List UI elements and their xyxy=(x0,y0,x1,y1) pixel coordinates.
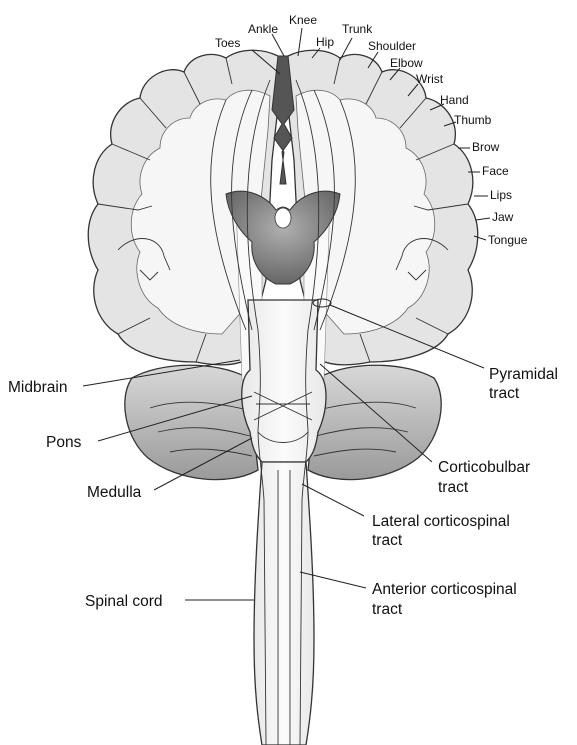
cerebellum-left xyxy=(125,365,258,479)
label-corticobulbar-tract-line1: Corticobulbar xyxy=(438,459,530,476)
label-lips: Lips xyxy=(490,188,512,202)
label-hip: Hip xyxy=(316,35,334,49)
label-lateral-corticospinal-line2: tract xyxy=(372,532,403,549)
label-wrist: Wrist xyxy=(416,72,444,86)
label-thumb: Thumb xyxy=(454,113,492,127)
label-hand: Hand xyxy=(440,93,469,107)
cerebellum-right xyxy=(308,365,441,479)
label-pyramidal-tract-line2: tract xyxy=(489,385,520,402)
label-anterior-corticospinal-line1: Anterior corticospinal xyxy=(372,581,517,598)
label-midbrain: Midbrain xyxy=(8,379,67,396)
label-brow: Brow xyxy=(472,140,500,154)
label-pons: Pons xyxy=(46,434,82,451)
brainstem xyxy=(242,300,326,462)
label-trunk: Trunk xyxy=(342,22,373,36)
label-lateral-corticospinal-line1: Lateral corticospinal xyxy=(372,513,510,530)
label-elbow: Elbow xyxy=(390,56,423,70)
label-knee: Knee xyxy=(289,13,317,27)
label-ankle: Ankle xyxy=(248,22,278,36)
spinal-cord xyxy=(254,462,314,745)
label-shoulder: Shoulder xyxy=(368,39,416,53)
label-anterior-corticospinal-line2: tract xyxy=(372,601,403,618)
label-face: Face xyxy=(482,164,509,178)
label-toes: Toes xyxy=(215,36,240,50)
label-jaw: Jaw xyxy=(492,210,514,224)
label-medulla: Medulla xyxy=(87,484,142,501)
label-corticobulbar-tract-line2: tract xyxy=(438,479,469,496)
label-pyramidal-tract-line1: Pyramidal xyxy=(489,366,558,383)
label-tongue: Tongue xyxy=(488,233,528,247)
label-spinal-cord: Spinal cord xyxy=(85,593,163,610)
